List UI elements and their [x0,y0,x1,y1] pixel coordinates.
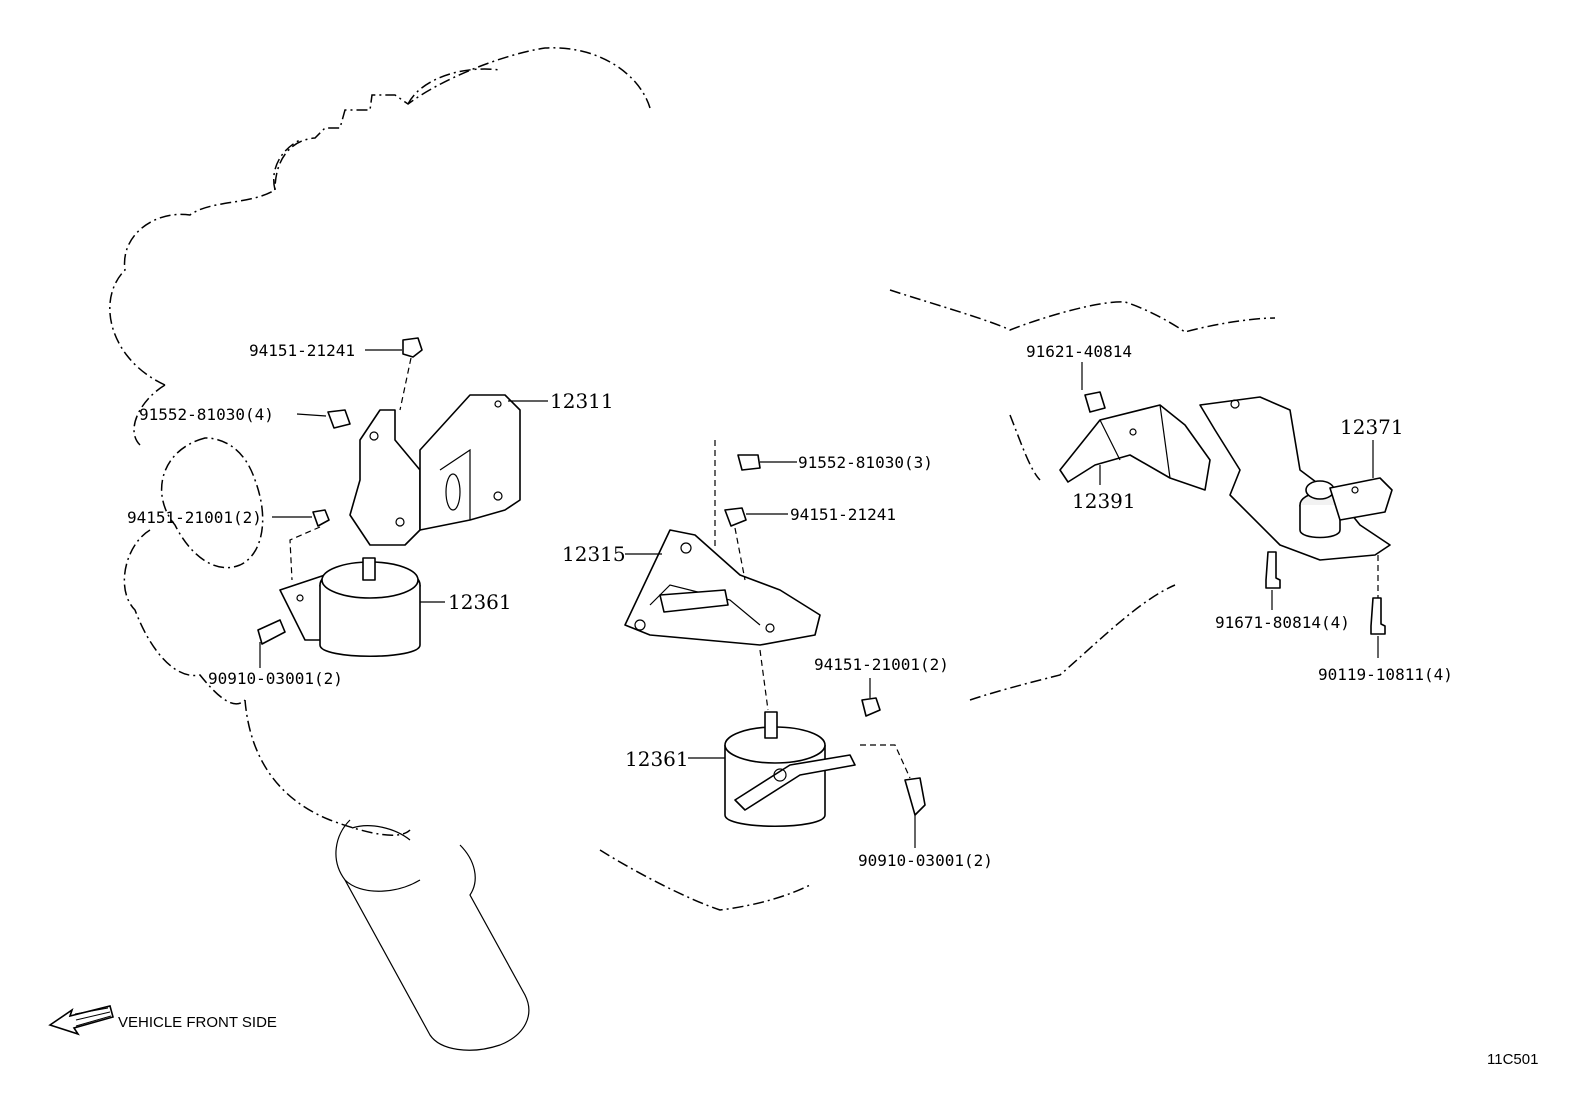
label-90910-03001-2-a: 90910-03001(2) [208,669,343,688]
bolt-91621-40814-icon [1084,391,1106,413]
bolt-91552-81030-a-icon [327,409,351,429]
engine-mount-bracket-12315 [624,529,821,646]
label-12391: 12391 [1072,489,1136,513]
label-94151-21241-a: 94151-21241 [249,341,355,360]
label-12371: 12371 [1340,415,1404,439]
nut-94151-21241-a-icon [402,337,423,358]
bolt-90910-03001-b-icon [904,777,926,816]
bolt-91552-81030-b-icon [737,454,761,471]
bolt-90910-03001-a-icon [257,619,286,645]
engine-mount-insulator-12361-left [279,557,421,658]
label-12361-b: 12361 [625,747,689,771]
nut-94151-21001-b-icon [861,697,881,717]
nut-94151-21001-a-icon [312,509,330,527]
label-91552-81030-3: 91552-81030(3) [798,453,933,472]
label-94151-21241-b: 94151-21241 [790,505,896,524]
label-91552-81030-4: 91552-81030(4) [139,405,274,424]
engine-mount-insulator-12361-center [724,711,856,828]
figure-code: 11C501 [1487,1051,1538,1068]
center-fasteners [714,440,926,816]
label-91621-40814: 91621-40814 [1026,342,1132,361]
label-90119-10811-4: 90119-10811(4) [1318,665,1453,684]
nut-94151-21241-b-icon [724,507,747,527]
label-90910-03001-2-b: 90910-03001(2) [858,851,993,870]
leader-lines [259,349,1379,848]
vehicle-front-side-label: VEHICLE FRONT SIDE [118,1014,277,1031]
left-fasteners [257,337,423,645]
label-94151-21001-2-a: 94151-21001(2) [127,508,262,527]
label-12315: 12315 [562,542,626,566]
vehicle-front-indicator: VEHICLE FRONT SIDE [48,1005,277,1036]
exhaust-pipe [335,819,530,1051]
label-12361-a: 12361 [448,590,512,614]
bolt-90119-10811-icon [1370,597,1386,635]
mount-bracket-12371 [1199,396,1393,561]
mount-bracket-12391 [1059,404,1211,491]
engine-ghost-outline [109,47,1276,911]
label-94151-21001-2-b: 94151-21001(2) [814,655,949,674]
front-arrow-icon [48,1005,114,1036]
bolt-91671-80814-icon [1265,551,1281,589]
label-91671-80814-4: 91671-80814(4) [1215,613,1350,632]
engine-mount-bracket-12311 [349,394,521,546]
label-12311: 12311 [550,389,614,413]
right-fasteners [1084,391,1386,635]
